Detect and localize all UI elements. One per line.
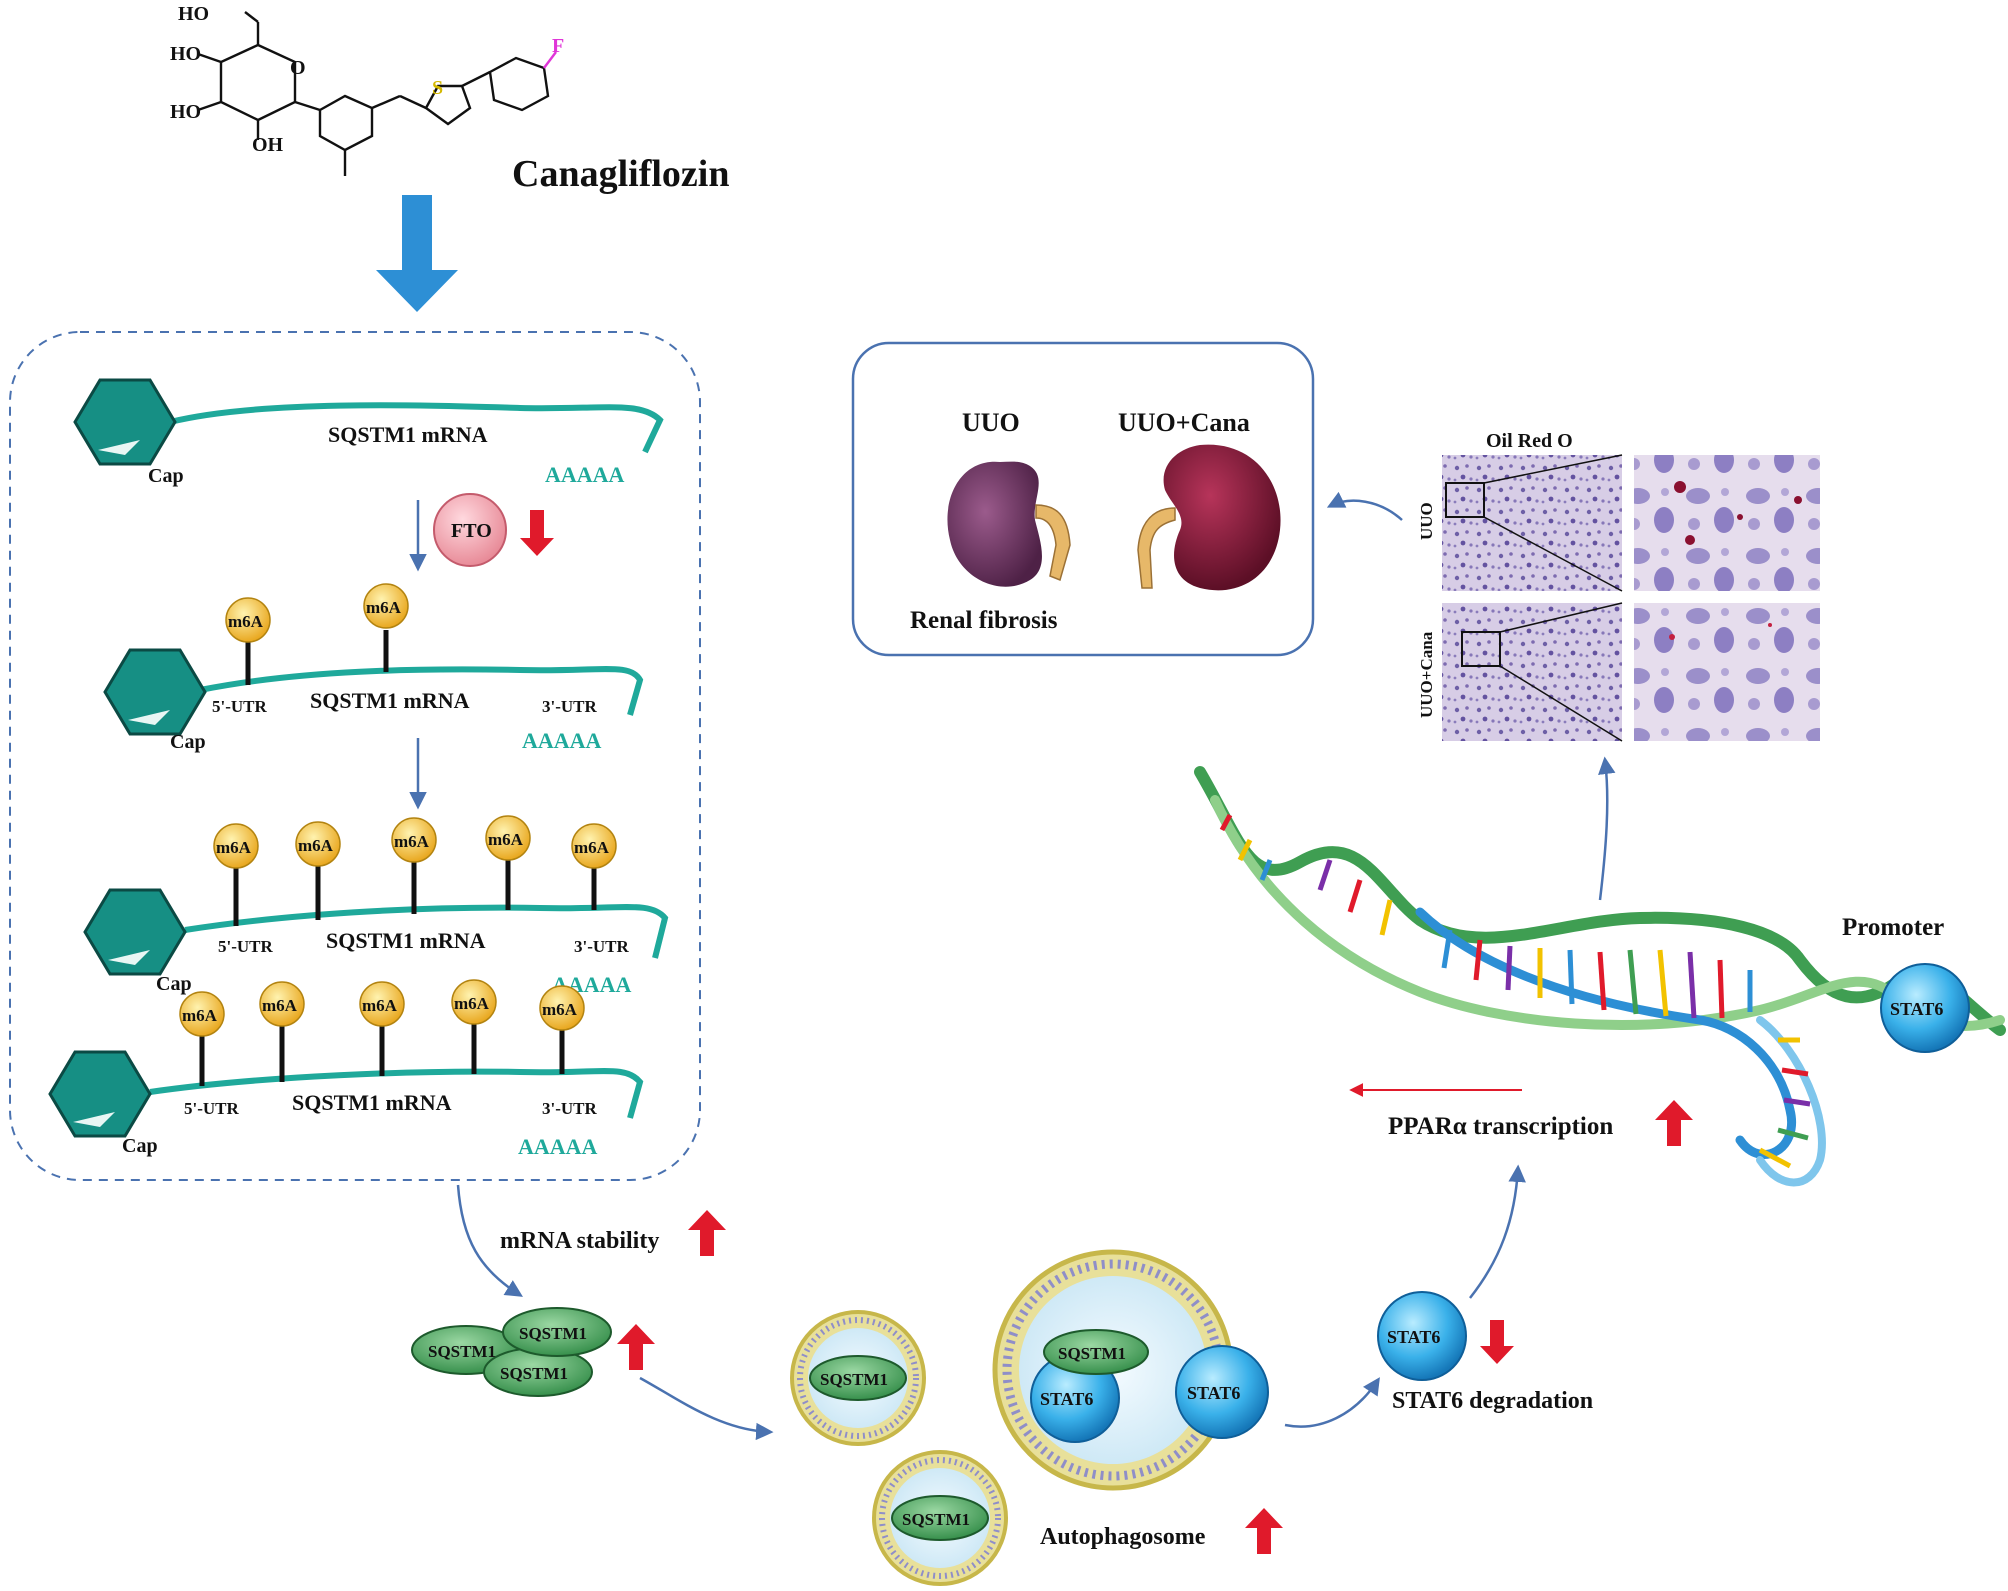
stability-up-arrow bbox=[688, 1210, 726, 1256]
stat6-label-c: STAT6 bbox=[1387, 1327, 1440, 1347]
mrna-label-1: SQSTM1 mRNA bbox=[328, 422, 488, 447]
cap-label-2: Cap bbox=[170, 731, 206, 753]
atom-ho-left: HO bbox=[170, 43, 201, 65]
autophagosome-label: Autophagosome bbox=[1040, 1524, 1206, 1550]
histology-title: Oil Red O bbox=[1486, 430, 1573, 452]
kidney-caption: Renal fibrosis bbox=[910, 607, 1058, 634]
utr3-label-4: 3'-UTR bbox=[542, 1099, 598, 1118]
utr5-label-3: 5'-UTR bbox=[218, 937, 274, 956]
arrow-to-sqstm1 bbox=[456, 1184, 523, 1297]
arrow-to-stat6-degradation bbox=[1284, 1377, 1380, 1428]
autophagosome-up-arrow bbox=[1245, 1508, 1283, 1554]
autophagosome-small-2 bbox=[872, 1450, 1008, 1586]
polya-label-4: AAAAA bbox=[518, 1134, 598, 1159]
stat6-label-d: STAT6 bbox=[1890, 999, 1943, 1019]
m6a-label-2a: m6A bbox=[228, 612, 264, 631]
stat6-protein-outer bbox=[1175, 1345, 1269, 1439]
sqstm1-label-a: SQSTM1 bbox=[428, 1342, 496, 1361]
utr5-label-4: 5'-UTR bbox=[184, 1099, 240, 1118]
arrow-to-autophagosome bbox=[639, 1376, 774, 1441]
sqstm1-label-c: SQSTM1 bbox=[519, 1324, 587, 1343]
mrna-panel bbox=[9, 331, 701, 1181]
utr5-label-2: 5'-UTR bbox=[212, 697, 268, 716]
kidney-uuo-label: UUO bbox=[962, 408, 1020, 437]
arrow-to-histology bbox=[1598, 756, 1616, 901]
mrna-strand-1 bbox=[73, 378, 664, 466]
sqstm1-label-d: SQSTM1 bbox=[820, 1370, 888, 1389]
m6a-label-3b: m6A bbox=[298, 836, 334, 855]
m6a-label-3a: m6A bbox=[216, 838, 252, 857]
histology-row-uuo-cana: UUO+Cana bbox=[1417, 631, 1436, 718]
cap-label-3: Cap bbox=[156, 973, 192, 995]
ppara-up-arrow bbox=[1655, 1100, 1693, 1146]
autophagosome-small-1 bbox=[790, 1310, 926, 1446]
stat6-promoter-bound bbox=[1880, 963, 1970, 1053]
stat6-label-b: STAT6 bbox=[1187, 1383, 1240, 1403]
stat6-label-a: STAT6 bbox=[1040, 1389, 1093, 1409]
promoter-label: Promoter bbox=[1842, 914, 1944, 941]
m6a-label-3d: m6A bbox=[488, 830, 524, 849]
utr3-label-2: 3'-UTR bbox=[542, 697, 598, 716]
m6a-label-4c: m6A bbox=[362, 996, 398, 1015]
cap-label-4: Cap bbox=[122, 1135, 158, 1157]
m6a-label-4e: m6A bbox=[542, 1000, 578, 1019]
cap-label-1: Cap bbox=[148, 465, 184, 487]
stat6-degradation-label: STAT6 degradation bbox=[1392, 1388, 1593, 1414]
atom-f: F bbox=[552, 35, 564, 57]
canagliflozin-structure bbox=[197, 11, 557, 176]
stat6-protein-free bbox=[1377, 1291, 1467, 1381]
sqstm1-cluster bbox=[411, 1307, 612, 1397]
m6a-label-4a: m6A bbox=[182, 1006, 218, 1025]
m6a-label-2b: m6A bbox=[366, 598, 402, 617]
histology-grid bbox=[1442, 454, 1820, 742]
stat6-down-arrow bbox=[1480, 1320, 1514, 1364]
atom-oh: OH bbox=[252, 134, 284, 156]
sqstm1-up-arrow bbox=[617, 1324, 655, 1370]
kidney-uuo-image bbox=[947, 461, 1071, 587]
ppara-transcription-label: PPARα transcription bbox=[1388, 1113, 1613, 1140]
mrna-strand-4 bbox=[48, 979, 644, 1138]
sqstm1-label-e: SQSTM1 bbox=[902, 1510, 970, 1529]
fto-down-arrow bbox=[520, 510, 554, 556]
mrna-label-3: SQSTM1 mRNA bbox=[326, 928, 486, 953]
kidney-uuo-cana-image bbox=[1137, 444, 1281, 591]
mrna-label-2: SQSTM1 mRNA bbox=[310, 688, 470, 713]
fto-label: FTO bbox=[451, 520, 492, 542]
arrow-to-kidney bbox=[1326, 491, 1403, 521]
m6a-label-3e: m6A bbox=[574, 838, 610, 857]
atom-ho-bottom: HO bbox=[170, 101, 201, 123]
polya-label-2: AAAAA bbox=[522, 728, 602, 753]
histology-row-uuo: UUO bbox=[1417, 502, 1436, 540]
m6a-label-3c: m6A bbox=[394, 832, 430, 851]
utr3-label-3: 3'-UTR bbox=[574, 937, 630, 956]
polya-label-1: AAAAA bbox=[545, 462, 625, 487]
mrna-label-4: SQSTM1 mRNA bbox=[292, 1090, 452, 1115]
atom-ho-top: HO bbox=[178, 3, 209, 25]
m6a-label-4d: m6A bbox=[454, 994, 490, 1013]
atom-s: S bbox=[432, 77, 443, 99]
kidney-uuo-cana-label: UUO+Cana bbox=[1118, 408, 1250, 437]
treatment-arrow bbox=[376, 195, 458, 312]
sqstm1-label-b: SQSTM1 bbox=[500, 1364, 568, 1383]
mrna-stability-label: mRNA stability bbox=[500, 1228, 659, 1254]
atom-ring-o: O bbox=[290, 57, 306, 79]
mrna-strand-2 bbox=[103, 583, 644, 736]
sqstm1-label-f: SQSTM1 bbox=[1058, 1344, 1126, 1363]
mrna-strand-3 bbox=[83, 815, 669, 976]
arrow-to-ppara bbox=[1469, 1164, 1526, 1299]
fto-protein bbox=[433, 493, 507, 567]
m6a-label-4b: m6A bbox=[262, 996, 298, 1015]
drug-name: Canagliflozin bbox=[512, 153, 729, 195]
